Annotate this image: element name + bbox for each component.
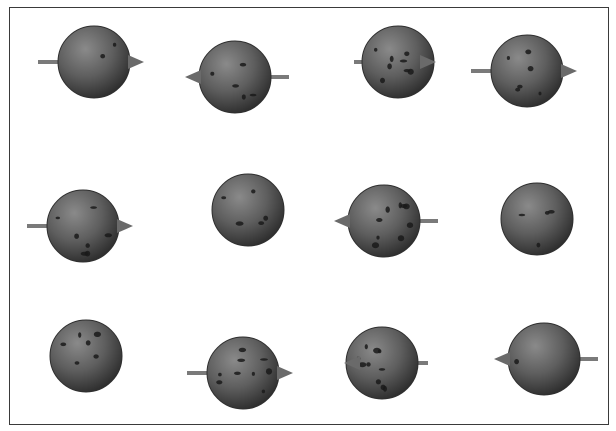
surface-spot — [515, 87, 521, 92]
surface-spot — [398, 202, 402, 209]
surface-spot — [216, 380, 223, 385]
spin-arrow-head — [185, 70, 201, 84]
spin-arrow-head — [561, 64, 577, 78]
surface-spot — [376, 218, 383, 222]
surface-spot — [241, 94, 246, 100]
particle — [211, 173, 285, 247]
surface-spot — [536, 242, 541, 248]
sphere — [211, 173, 285, 247]
particle — [471, 34, 577, 108]
particle — [354, 25, 436, 99]
surface-spot — [373, 347, 381, 354]
surface-spot — [380, 77, 385, 84]
surface-spot — [397, 235, 405, 242]
surface-spot — [237, 358, 246, 362]
surface-spot — [221, 196, 227, 200]
surface-spot — [383, 385, 387, 392]
surface-spot — [100, 54, 106, 59]
surface-spot — [527, 66, 534, 72]
surface-spot — [261, 389, 266, 394]
surface-spot — [374, 47, 378, 52]
particle — [27, 189, 133, 263]
spin-arrow-head — [334, 214, 350, 228]
surface-spot — [93, 331, 101, 337]
surface-spot — [517, 84, 523, 89]
surface-spot — [366, 362, 371, 367]
particle-spin-diagram — [27, 25, 598, 410]
spin-arrow-head — [117, 219, 133, 233]
surface-spot — [74, 361, 80, 365]
surface-spot — [251, 371, 255, 376]
surface-spot — [85, 243, 90, 248]
surface-spot — [378, 368, 386, 371]
surface-spot — [85, 340, 91, 346]
particle — [38, 25, 144, 99]
surface-spot — [375, 379, 381, 385]
particle — [185, 40, 289, 114]
surface-spot — [525, 49, 532, 55]
surface-spot — [78, 332, 82, 338]
surface-spot — [55, 216, 60, 220]
surface-spot — [90, 206, 97, 209]
surface-spot — [544, 211, 550, 215]
surface-spot — [60, 342, 67, 347]
particles-layer — [27, 25, 598, 410]
particle — [49, 319, 123, 393]
surface-spot — [399, 59, 408, 63]
sphere — [198, 40, 272, 114]
surface-spot — [258, 221, 265, 226]
surface-spot — [404, 51, 410, 57]
surface-spot — [84, 250, 91, 257]
surface-spot — [112, 42, 117, 47]
surface-spot — [538, 91, 542, 96]
sphere — [490, 34, 564, 108]
surface-spot — [260, 358, 268, 361]
surface-spot — [371, 242, 380, 249]
surface-spot — [218, 372, 222, 377]
sphere — [49, 319, 123, 393]
particle — [344, 326, 428, 400]
surface-spot — [104, 233, 113, 238]
surface-spot — [263, 215, 269, 221]
surface-spot — [358, 362, 367, 368]
sphere — [507, 322, 581, 396]
spin-arrow-head — [344, 356, 360, 370]
sphere — [57, 25, 131, 99]
surface-spot — [93, 354, 99, 359]
surface-spot — [235, 221, 244, 226]
surface-spot — [518, 213, 526, 217]
particle — [187, 336, 293, 410]
surface-spot — [249, 93, 257, 97]
spin-arrow-head — [420, 55, 436, 69]
particle — [494, 322, 598, 396]
sphere — [347, 184, 421, 258]
particle — [500, 182, 574, 256]
surface-spot — [232, 84, 240, 88]
surface-spot — [514, 359, 519, 365]
surface-spot — [238, 347, 247, 353]
surface-spot — [389, 55, 394, 63]
surface-spot — [385, 206, 390, 213]
figure-frame — [9, 7, 609, 425]
surface-spot — [234, 371, 241, 375]
particle — [334, 184, 438, 258]
spin-arrow-head — [128, 55, 144, 69]
surface-spot — [265, 368, 273, 375]
surface-spot — [376, 235, 380, 240]
surface-spot — [74, 233, 79, 239]
surface-spot — [364, 344, 368, 350]
surface-spot — [406, 222, 414, 228]
surface-spot — [239, 62, 247, 67]
surface-spot — [210, 71, 215, 76]
sphere — [46, 189, 120, 263]
spin-arrow-head — [494, 352, 510, 366]
surface-spot — [251, 189, 256, 194]
surface-spot — [387, 63, 392, 70]
surface-spot — [407, 68, 414, 75]
surface-spot — [506, 56, 510, 60]
spin-arrow-head — [277, 366, 293, 380]
sphere — [500, 182, 574, 256]
